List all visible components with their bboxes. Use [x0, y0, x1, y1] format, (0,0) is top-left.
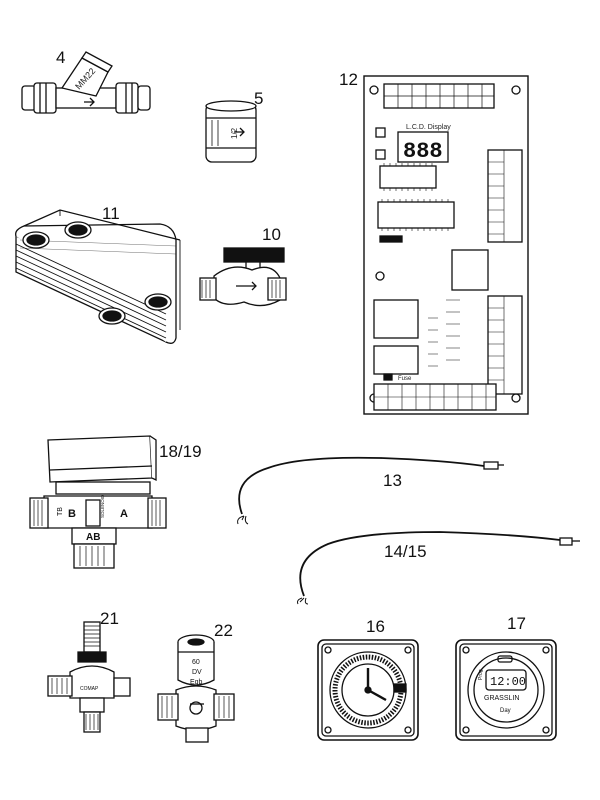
callout-13: 13: [383, 471, 402, 490]
valve-brand: SOLENOID: [100, 494, 105, 518]
valve-port-b: B: [68, 508, 76, 520]
part-11-heat-exchanger: [15, 209, 181, 344]
callout-22: 22: [214, 621, 233, 640]
part-4-strainer: MM22: [21, 51, 151, 114]
callout-10: 10: [262, 225, 281, 244]
callout-5: 5: [254, 89, 264, 108]
check-valve-marking: 1/2: [230, 127, 239, 139]
callout-18-19: 18/19: [159, 442, 202, 461]
timer17-prog: Prog: [478, 669, 484, 680]
valve-port-ab: AB: [86, 532, 100, 543]
timer17-brand: GRASSLIN: [484, 695, 519, 702]
thermo-mark-2: DV: [192, 669, 202, 676]
part-16-mechanical-timer: [317, 639, 419, 741]
callout-17: 17: [507, 614, 526, 633]
timer17-day: Day: [500, 708, 511, 714]
callout-12: 12: [339, 70, 358, 89]
valve-side-mark: TB: [57, 507, 64, 516]
callout-14-15: 14/15: [384, 542, 427, 561]
relief-valve-brand: COMAP: [80, 686, 99, 692]
thermo-mark-3: Egb: [190, 679, 203, 686]
part-10-isolation-valve: [199, 247, 287, 307]
callout-16: 16: [366, 617, 385, 636]
timer17-display: 12:00: [490, 675, 526, 689]
callout-21: 21: [100, 609, 119, 628]
part-22-thermostatic-valve: 60 DV Egb: [157, 634, 235, 743]
part-18-19-motorised-valve: B A AB TB SOLENOID: [29, 435, 167, 569]
part-5-check-valve: 1/2: [205, 100, 257, 163]
valve-port-a: A: [120, 508, 128, 520]
part-17-digital-timer: 12:00 GRASSLIN Day Prog: [455, 639, 557, 741]
pcb-display-digits: 888: [403, 139, 443, 164]
part-13-sensor-lead: [237, 456, 504, 525]
callout-11: 11: [102, 204, 120, 223]
part-21-relief-valve: COMAP: [47, 621, 131, 733]
part-12-control-pcb: L.C.D. Display 888: [363, 75, 529, 415]
callout-4: 4: [56, 48, 66, 67]
pcb-fuse-label: Fuse: [398, 376, 412, 382]
part-14-15-sensor-lead: [297, 531, 580, 605]
pcb-display-label: L.C.D. Display: [406, 124, 451, 131]
thermo-mark-1: 60: [192, 659, 200, 666]
